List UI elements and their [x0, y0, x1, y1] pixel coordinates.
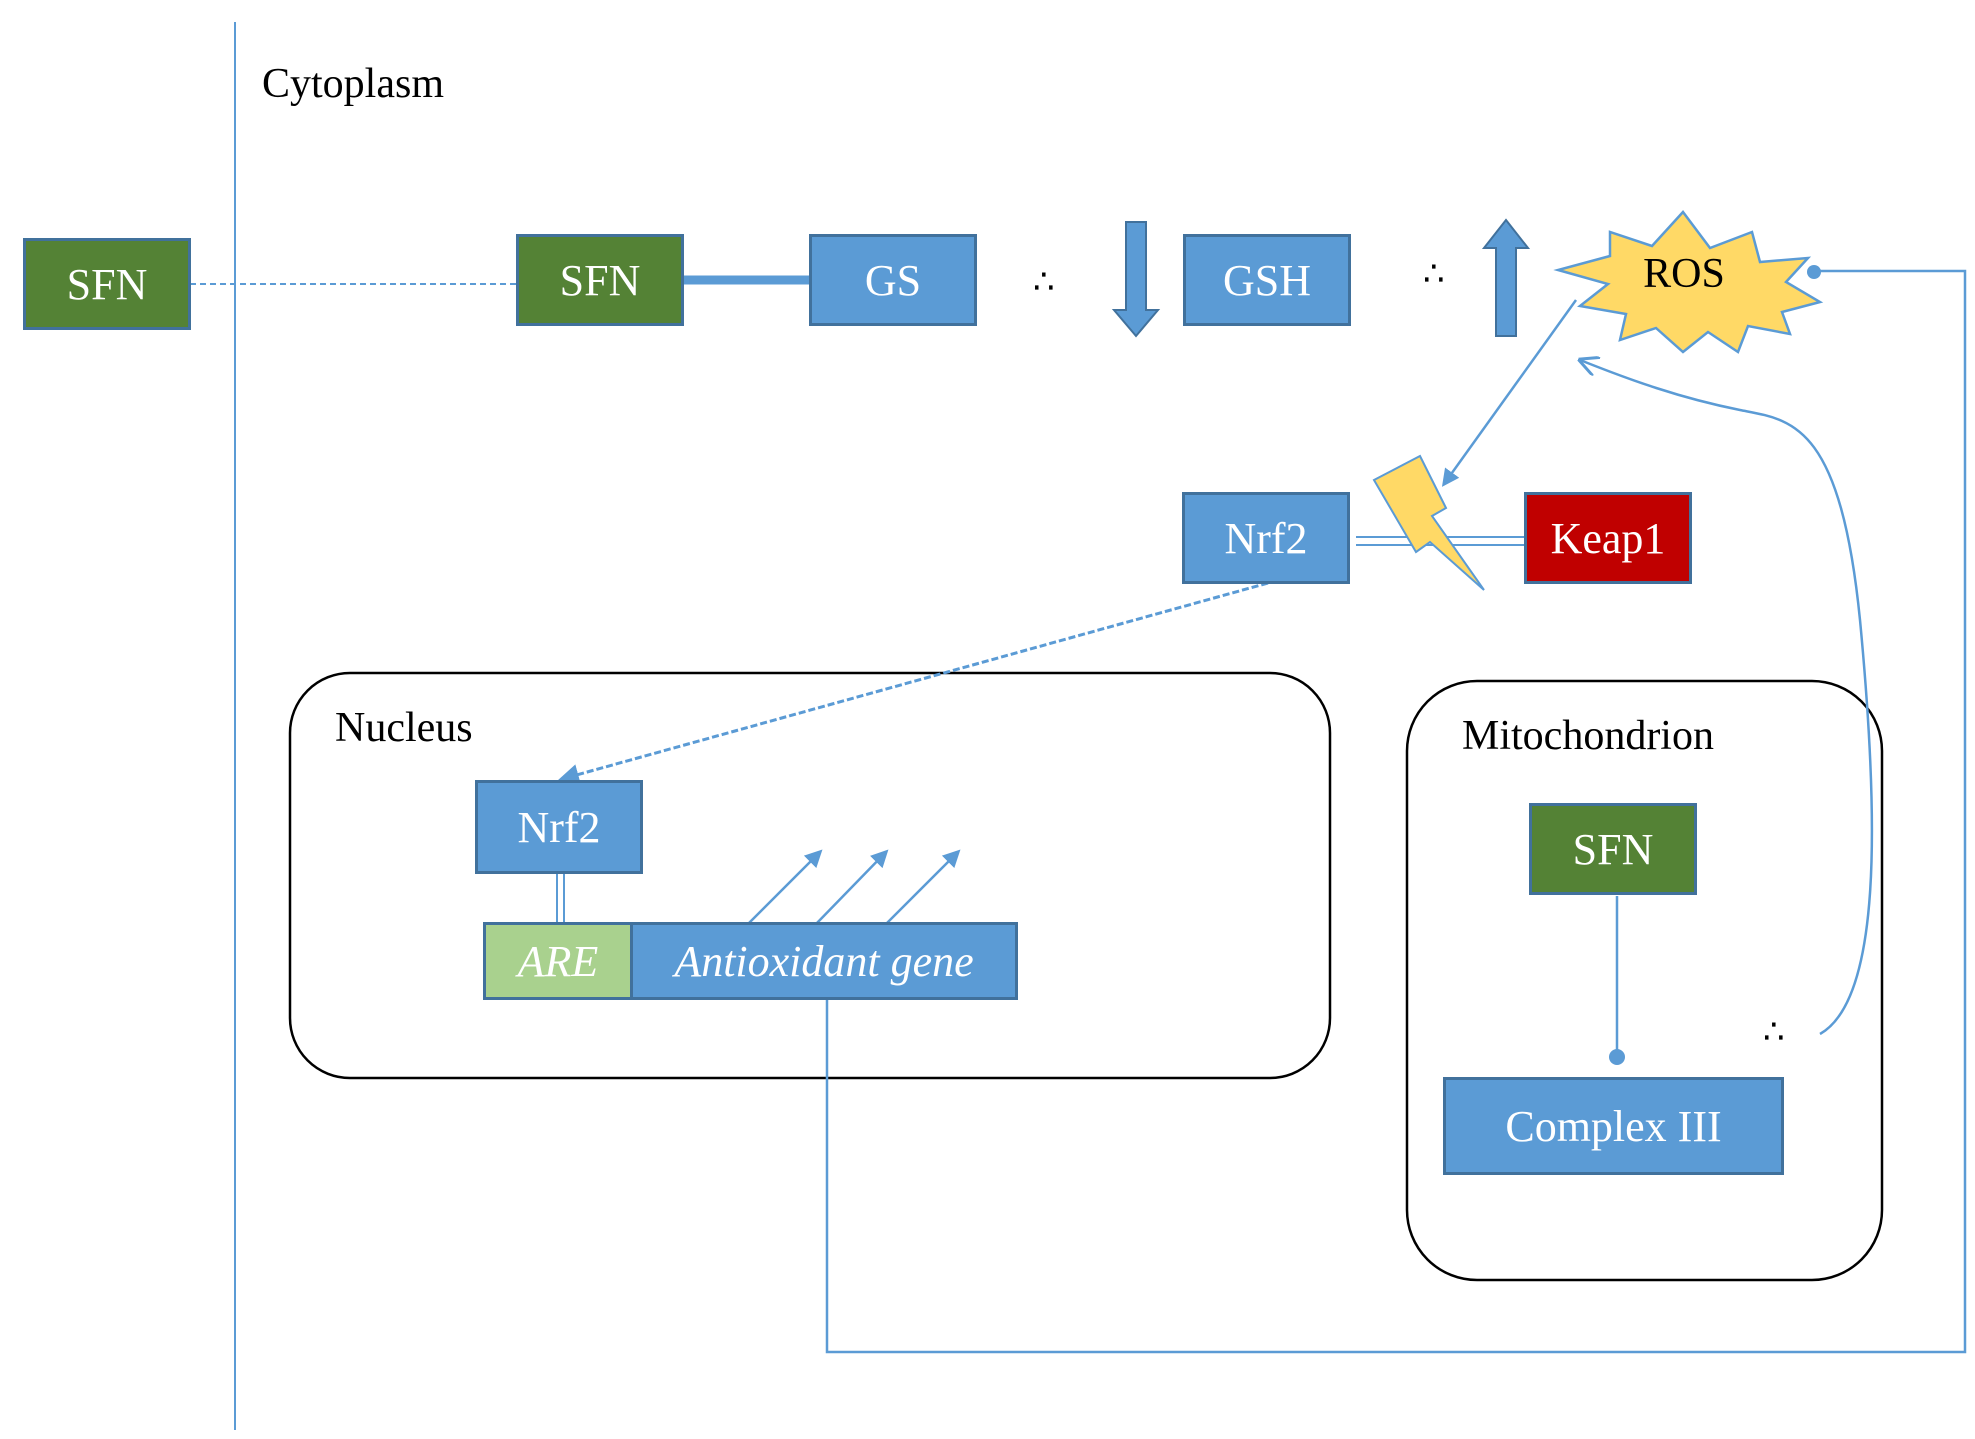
nucleus-compartment — [288, 671, 1332, 1080]
cytoplasm-label: Cytoplasm — [262, 61, 445, 107]
keap1-node: Keap1 — [1524, 492, 1692, 584]
nrf2-cytoplasm-node: Nrf2 — [1182, 492, 1350, 584]
ros-label: ROS — [1643, 251, 1725, 297]
ros-starburst-shape — [1553, 210, 1824, 354]
nucleus-label: Nucleus — [335, 705, 473, 751]
expression-arrow-3 — [885, 849, 961, 925]
are-element: ARE — [483, 922, 633, 1000]
complex3-inhibition-dot — [1609, 1049, 1625, 1065]
gs-node: GS — [809, 234, 977, 326]
mitochondrion-label: Mitochondrion — [1462, 713, 1714, 759]
antioxidant-to-ros-inhibition — [825, 269, 1967, 1354]
nrf2-nucleus-node: Nrf2 — [475, 780, 643, 874]
arrow-down-icon — [1111, 221, 1161, 338]
therefore-symbol-gs: ∴ — [1033, 262, 1055, 302]
therefore-symbol-mito: ∴ — [1763, 1012, 1785, 1052]
arrow-up-icon — [1481, 218, 1531, 337]
lightning-bolt-icon — [1372, 454, 1485, 591]
expression-arrow-1 — [747, 849, 823, 925]
ros-inhibition-dot — [1807, 265, 1821, 279]
complex3-node: Complex III — [1443, 1077, 1784, 1175]
ros-to-nrf2-arrow — [1441, 299, 1578, 487]
mitochondrion-compartment — [1405, 679, 1884, 1282]
sfn-cytoplasm-node: SFN — [516, 234, 684, 326]
sfn-extracellular-node: SFN — [23, 238, 191, 330]
sfn-mitochondrion-node: SFN — [1529, 803, 1697, 895]
nrf2-translocation-arrow — [557, 581, 1269, 785]
antioxidant-gene-element: Antioxidant gene — [630, 922, 1018, 1000]
mito-to-ros-arrow — [1580, 360, 1874, 1036]
therefore-symbol-gsh: ∴ — [1423, 254, 1445, 294]
expression-arrow-2 — [815, 849, 889, 925]
gsh-node: GSH — [1183, 234, 1351, 326]
